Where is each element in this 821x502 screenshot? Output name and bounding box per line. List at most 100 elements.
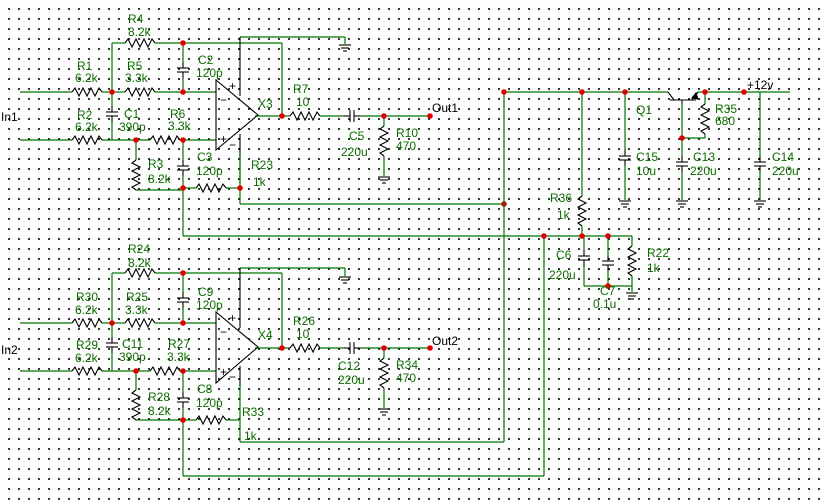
resistor-r28 — [131, 389, 141, 421]
resistor-r36 — [577, 195, 587, 227]
channel-1-nodes — [109, 40, 507, 207]
capacitor-c3 — [176, 159, 190, 177]
label-r1-value: 6.2k — [75, 71, 99, 85]
label-r22-name: R22 — [647, 246, 669, 260]
label-r5-value: 3.3k — [125, 71, 149, 85]
resistor-r26 — [289, 343, 321, 353]
label-r28-value: 8.2k — [148, 404, 172, 418]
label-c1-value: 390p — [119, 120, 146, 134]
label-r26-name: R26 — [293, 314, 315, 328]
ground-symbol — [625, 292, 639, 300]
port-in1: In1 — [1, 110, 18, 124]
resistor-r22 — [627, 245, 637, 277]
capacitor-c7 — [601, 254, 615, 272]
label-r33-name: R33 — [242, 405, 264, 419]
capacitor-c11 — [105, 336, 119, 354]
label-c14-value: 220u — [772, 164, 799, 178]
svg-text:−: − — [229, 370, 236, 384]
transistor-q1 — [667, 91, 699, 104]
label-c6-name: C6 — [556, 248, 572, 262]
opamp-x3: − + + − — [215, 37, 259, 155]
ground-symbol — [338, 44, 352, 52]
label-c2-value: 120p — [196, 66, 223, 80]
svg-text:+: + — [229, 311, 236, 325]
label-r28-name: R28 — [148, 390, 170, 404]
label-c14-name: C14 — [772, 150, 794, 164]
resistor-r4 — [124, 38, 156, 48]
power-supply-wires — [504, 91, 790, 292]
label-x3: X3 — [258, 97, 273, 111]
ground-symbol — [675, 200, 689, 208]
label-c11-name: C11 — [122, 337, 143, 351]
label-c7-name: C7 — [600, 284, 616, 298]
label-r26-value: 10 — [296, 327, 310, 341]
svg-text:−: − — [229, 138, 236, 152]
label-r35-value: 680 — [715, 114, 735, 128]
label-r24-value: 8.2k — [128, 256, 152, 270]
label-c6-value: 220u — [549, 268, 576, 282]
label-r23-value: 1k — [253, 175, 267, 189]
label-r36-value: 1k — [557, 208, 571, 222]
ground-symbol — [618, 200, 632, 208]
label-r3-name: R3 — [148, 157, 164, 171]
label-r29-value: 6.2k — [75, 351, 99, 365]
label-c7-value: 0.1u — [593, 297, 616, 311]
resistor-r6 — [149, 135, 181, 145]
label-c3-name: C3 — [197, 150, 213, 164]
label-c8-name: C8 — [197, 382, 213, 396]
label-r5-name: R5 — [127, 59, 143, 73]
channel-2-nodes — [109, 270, 433, 423]
label-c15-name: C15 — [636, 150, 658, 164]
svg-text:+: + — [220, 365, 227, 379]
component-labels: R4 8.2k R1 6.2k R5 3.3k C2 120p R2 6.2k … — [75, 12, 799, 443]
capacitor-c12 — [343, 341, 361, 355]
opamp-x4: − + + − — [215, 268, 259, 386]
label-r6-name: R6 — [170, 107, 186, 121]
port-labels: In1 In2 Out1 Out2 +12v — [1, 78, 773, 357]
resistor-r5 — [124, 87, 156, 97]
port-in2: In2 — [1, 343, 18, 357]
resistor-r35 — [700, 103, 710, 135]
port-supply: +12v — [747, 78, 773, 92]
svg-text:+: + — [220, 132, 227, 146]
label-r7-name: R7 — [293, 82, 309, 96]
label-r4-name: R4 — [128, 12, 144, 26]
label-q1: Q1 — [636, 103, 652, 117]
label-x4: X4 — [258, 328, 273, 342]
label-r7-value: 10 — [296, 95, 310, 109]
label-c9-value: 120p — [196, 298, 223, 312]
label-r2-value: 6.2k — [75, 120, 99, 134]
label-c11-value: 390p — [119, 350, 146, 364]
label-c5-value: 220u — [341, 145, 368, 159]
label-r35-name: R35 — [715, 102, 737, 116]
ground-symbol — [377, 408, 391, 416]
resistor-r3 — [131, 159, 141, 191]
channel-1: − + + − — [20, 36, 632, 237]
resistor-r23 — [195, 183, 227, 193]
label-c1-name: C1 — [124, 107, 140, 121]
capacitor-c9 — [176, 291, 190, 309]
label-c9-name: C9 — [198, 285, 214, 299]
resistor-r29 — [71, 366, 103, 376]
svg-text:−: − — [220, 93, 227, 107]
label-c15-value: 10u — [636, 164, 656, 178]
port-out1: Out1 — [432, 101, 458, 115]
svg-text:+: + — [229, 79, 236, 93]
label-r1-name: R1 — [77, 59, 93, 73]
resistor-r33 — [195, 415, 227, 425]
capacitor-c15 — [618, 149, 632, 167]
label-c3-value: 120p — [196, 164, 223, 178]
resistor-r10 — [379, 125, 389, 157]
capacitor-c13 — [675, 155, 689, 173]
label-r30-value: 6.2k — [75, 303, 99, 317]
label-r27-name: R27 — [168, 337, 190, 351]
label-r3-value: 8.2k — [148, 172, 172, 186]
resistor-r1 — [71, 87, 103, 97]
label-c12-name: C12 — [338, 359, 360, 373]
power-supply-nodes — [501, 89, 747, 289]
label-c5-name: C5 — [349, 129, 365, 143]
resistor-r2 — [71, 135, 103, 145]
label-r30-name: R30 — [76, 290, 98, 304]
svg-text:−: − — [220, 325, 227, 339]
